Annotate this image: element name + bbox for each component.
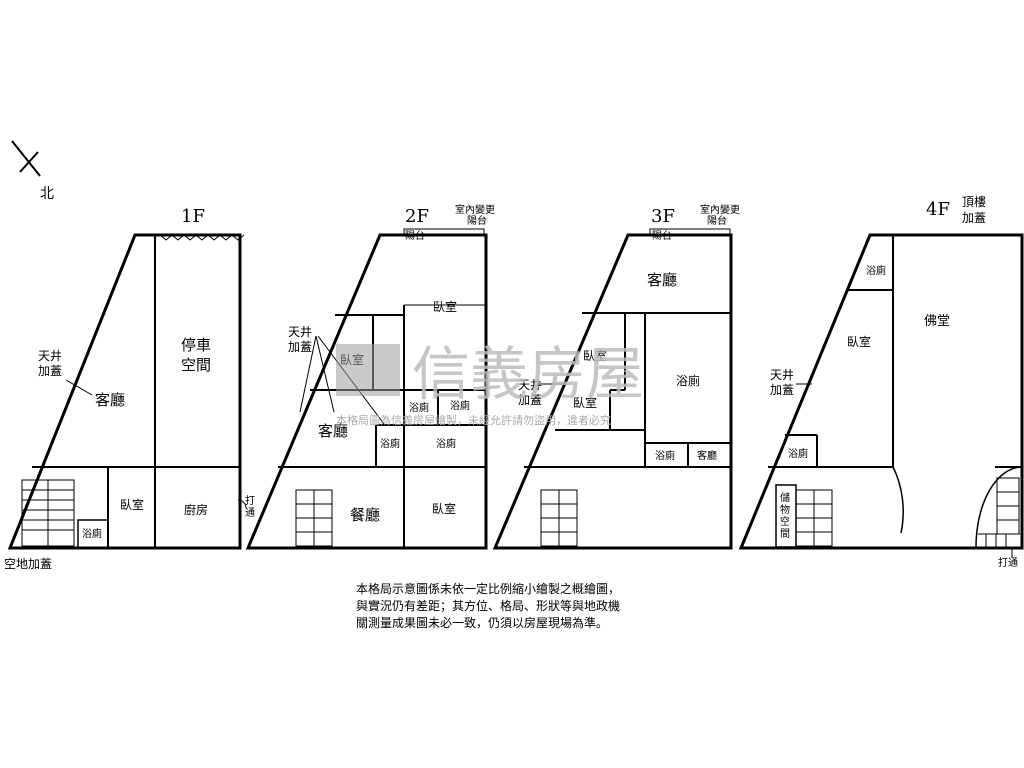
room-label: 客廳	[697, 449, 717, 462]
disclaimer-line: 與實況仍有差距；其方位、格局、形狀等與地政機	[356, 599, 621, 613]
room-label: 天井	[770, 368, 794, 382]
room-label: 打通	[998, 556, 1018, 569]
watermark-brand: 信義房屋	[412, 340, 644, 408]
room-label: 天井	[518, 378, 542, 392]
room-label: 空地加蓋	[4, 557, 52, 571]
room-label: 陽台	[405, 229, 425, 242]
room-label: 客廳	[647, 271, 677, 289]
room-label: 打	[245, 494, 255, 507]
room-label: 頂樓	[962, 194, 986, 209]
room-label: 加蓋	[38, 364, 62, 378]
room-label: 客廳	[95, 391, 125, 409]
disclaimer-note: 本格局示意圖係未依一定比例縮小繪製之概繪圖， 與實況仍有差距；其方位、格局、形狀…	[356, 581, 656, 632]
room-label: 浴廁	[450, 399, 470, 412]
watermark-logo	[336, 344, 400, 396]
room-label: 儲	[780, 492, 790, 504]
room-label: 浴廁	[655, 449, 675, 462]
room-label: 浴廁	[676, 373, 700, 388]
room-label: 臥室	[433, 299, 457, 314]
floor-1f: 1F 停車 空間 客廳 天井 加蓋 臥室 廚房 浴廁 空地加蓋 打 通	[4, 206, 255, 571]
room-label: 客廳	[318, 422, 348, 440]
floor-3f: 3F 室內變更 陽台 陽台 客廳 臥室 天井 加蓋 臥室 浴廁 浴廁 客廳	[492, 203, 740, 550]
room-label: 臥室	[120, 497, 144, 512]
room-label: 臥室	[583, 348, 607, 363]
room-label: 陽台	[707, 214, 727, 227]
room-label: 廚房	[184, 502, 208, 517]
room-label: 浴廁	[409, 401, 429, 414]
room-label: 天井	[288, 325, 312, 339]
compass: 北	[11, 140, 54, 202]
floor-title-3f: 3F	[651, 206, 675, 227]
room-label: 空間	[181, 356, 211, 374]
north-label: 北	[40, 186, 54, 202]
room-label: 加蓋	[770, 383, 794, 397]
disclaimer-line: 本格局示意圖係未依一定比例縮小繪製之概繪圖，	[356, 582, 621, 596]
room-label: 停車	[181, 336, 211, 354]
room-label: 間	[780, 528, 790, 540]
room-label: 通	[245, 507, 255, 519]
room-label: 臥室	[432, 501, 456, 516]
room-label: 浴廁	[788, 447, 808, 460]
room-label: 加蓋	[518, 393, 542, 407]
floor-4f: 4F 頂樓 加蓋 浴廁 佛堂 臥室 天井 加蓋 浴廁 儲 物	[738, 194, 1024, 569]
watermark: 信義房屋 本格局圖為信義房屋繪製，未經允許請勿盜用，違者必究	[336, 340, 644, 427]
room-label: 空	[780, 515, 790, 528]
room-label: 加蓋	[288, 340, 312, 354]
room-label: 浴廁	[82, 527, 102, 540]
floor-title-4f: 4F	[926, 199, 950, 220]
room-label: 室內變更	[455, 203, 495, 216]
room-label: 加蓋	[962, 211, 986, 225]
floor-title-1f: 1F	[181, 206, 205, 227]
room-label: 浴廁	[436, 437, 456, 450]
room-label: 餐廳	[350, 506, 380, 524]
room-label: 浴廁	[866, 264, 886, 277]
disclaimer-line: 關測量成果圖未必一致，仍須以房屋現場為準。	[356, 616, 609, 630]
room-label: 室內變更	[700, 203, 740, 216]
floor-title-2f: 2F	[405, 206, 429, 227]
room-label: 臥室	[573, 395, 597, 410]
room-label: 浴廁	[380, 437, 400, 450]
room-label: 陽台	[652, 229, 672, 242]
room-label: 佛堂	[924, 314, 950, 329]
room-label: 物	[780, 503, 790, 516]
room-label: 陽台	[467, 214, 487, 227]
watermark-notice: 本格局圖為信義房屋繪製，未經允許請勿盜用，違者必究	[336, 413, 611, 427]
room-label: 天井	[38, 349, 62, 363]
room-label: 臥室	[847, 334, 871, 349]
